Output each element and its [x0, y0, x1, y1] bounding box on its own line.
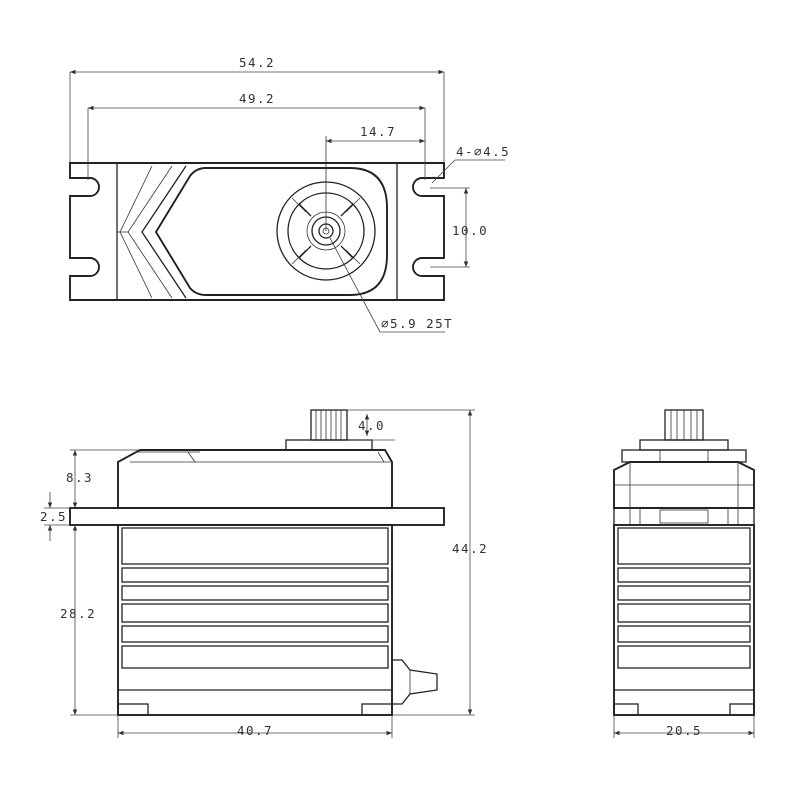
mount-holes-label: 4-⌀4.5 — [456, 144, 510, 159]
front-cooling-fins — [121, 527, 389, 669]
front-flange — [69, 507, 445, 526]
side-foot-right — [729, 703, 755, 716]
spline-label: ⌀5.9 25T — [381, 316, 453, 331]
side-body — [613, 524, 755, 716]
body-length-label: 40.7 — [237, 723, 273, 738]
side-gear-base — [639, 439, 729, 451]
side-dimensions: 20.5 — [613, 715, 755, 738]
top-flange-outline — [69, 162, 445, 301]
hole-spacing-height-label: 10.0 — [452, 223, 488, 238]
side-top-cap — [621, 449, 747, 463]
side-flange-band — [613, 507, 755, 526]
dim-leader-mount-holes — [431, 159, 456, 184]
top-dimensions: 54.2 49.2 14.7 4-⌀4.5 10.0 ⌀5.9 25T — [69, 55, 510, 333]
front-top-case — [117, 449, 393, 509]
top-chevron-outer — [141, 165, 187, 299]
body-height-label: 28.2 — [60, 606, 96, 621]
front-wire-exit — [392, 659, 438, 705]
side-view — [613, 409, 755, 716]
total-height-label: 44.2 — [452, 541, 488, 556]
top-chevron-inner — [127, 165, 173, 299]
front-foot-left — [117, 703, 149, 716]
side-cooling-fins — [617, 527, 751, 669]
hole-spacing-width-label: 49.2 — [239, 91, 275, 106]
spline-height-label: 4.0 — [358, 418, 385, 433]
shaft-offset-label: 14.7 — [360, 124, 396, 139]
flange-thickness-label: 2.5 — [40, 509, 67, 524]
side-foot-left — [613, 703, 639, 716]
front-foot-right — [361, 703, 393, 716]
flange-to-top-label: 8.3 — [66, 470, 93, 485]
body-width-label: 20.5 — [666, 723, 702, 738]
overall-width-label: 54.2 — [239, 55, 275, 70]
front-view — [69, 409, 445, 716]
front-body — [117, 524, 393, 716]
dim-leader-spline — [329, 237, 381, 333]
front-gear-base — [285, 439, 373, 451]
top-case-cover — [154, 167, 388, 296]
front-dimensions: 44.2 4.0 8.3 2.5 28.2 40.7 — [40, 409, 488, 738]
top-view — [69, 136, 445, 301]
